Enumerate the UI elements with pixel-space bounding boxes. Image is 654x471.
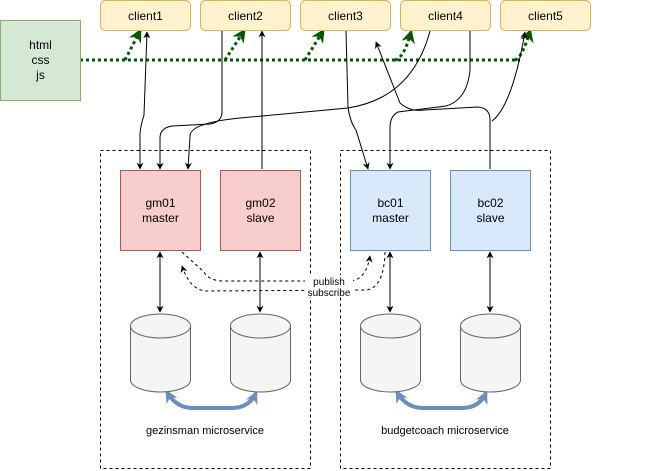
gm01-master-node: gm01 master: [120, 170, 201, 251]
pubsub-label-background: [305, 275, 353, 297]
bc02-id: bc02: [477, 196, 503, 210]
budgetcoach-container: [340, 150, 551, 469]
client-3-label: client3: [328, 9, 363, 23]
client-4-label: client4: [428, 9, 463, 23]
client-2-label: client2: [228, 9, 263, 23]
bc02-database: [460, 313, 521, 393]
bc01-master-node: bc01 master: [350, 170, 431, 251]
budgetcoach-microservice-label: budgetcoach microservice: [381, 425, 509, 437]
client-2: client2: [200, 0, 291, 31]
client-3: client3: [300, 0, 391, 31]
bc01-database: [360, 313, 421, 393]
pubsub-edges: [180, 251, 386, 292]
client-service-edges: [136, 30, 528, 170]
static-assets-html: html: [29, 38, 52, 52]
gezinsman-microservice-label: gezinsman microservice: [146, 425, 264, 437]
client-1: client1: [100, 0, 191, 31]
gm02-role: slave: [246, 211, 274, 225]
static-assets-box: html css js: [0, 20, 81, 101]
bc01-id: bc01: [377, 196, 403, 210]
gm01-role: master: [142, 211, 179, 225]
bc02-slave-node: bc02 slave: [450, 170, 531, 251]
subscribe-label: subscribe: [308, 288, 351, 299]
client-5-label: client5: [528, 9, 563, 23]
gm01-database: [130, 313, 191, 393]
service-db-edges: [156, 251, 494, 313]
client-5: client5: [500, 0, 591, 31]
publish-label: publish: [313, 277, 345, 288]
bc01-role: master: [372, 211, 409, 225]
bc02-role: slave: [476, 211, 504, 225]
client-1-label: client1: [128, 9, 163, 23]
gezinsman-container: [100, 150, 311, 469]
gm02-slave-node: gm02 slave: [220, 170, 301, 251]
client-4: client4: [400, 0, 491, 31]
gm01-id: gm01: [145, 196, 175, 210]
asset-distribution-edges: [80, 28, 534, 62]
replication-edges: [165, 389, 488, 410]
gm02-database: [230, 313, 291, 393]
gm02-id: gm02: [245, 196, 275, 210]
static-assets-css: css: [32, 53, 50, 67]
static-assets-js: js: [35, 68, 45, 82]
